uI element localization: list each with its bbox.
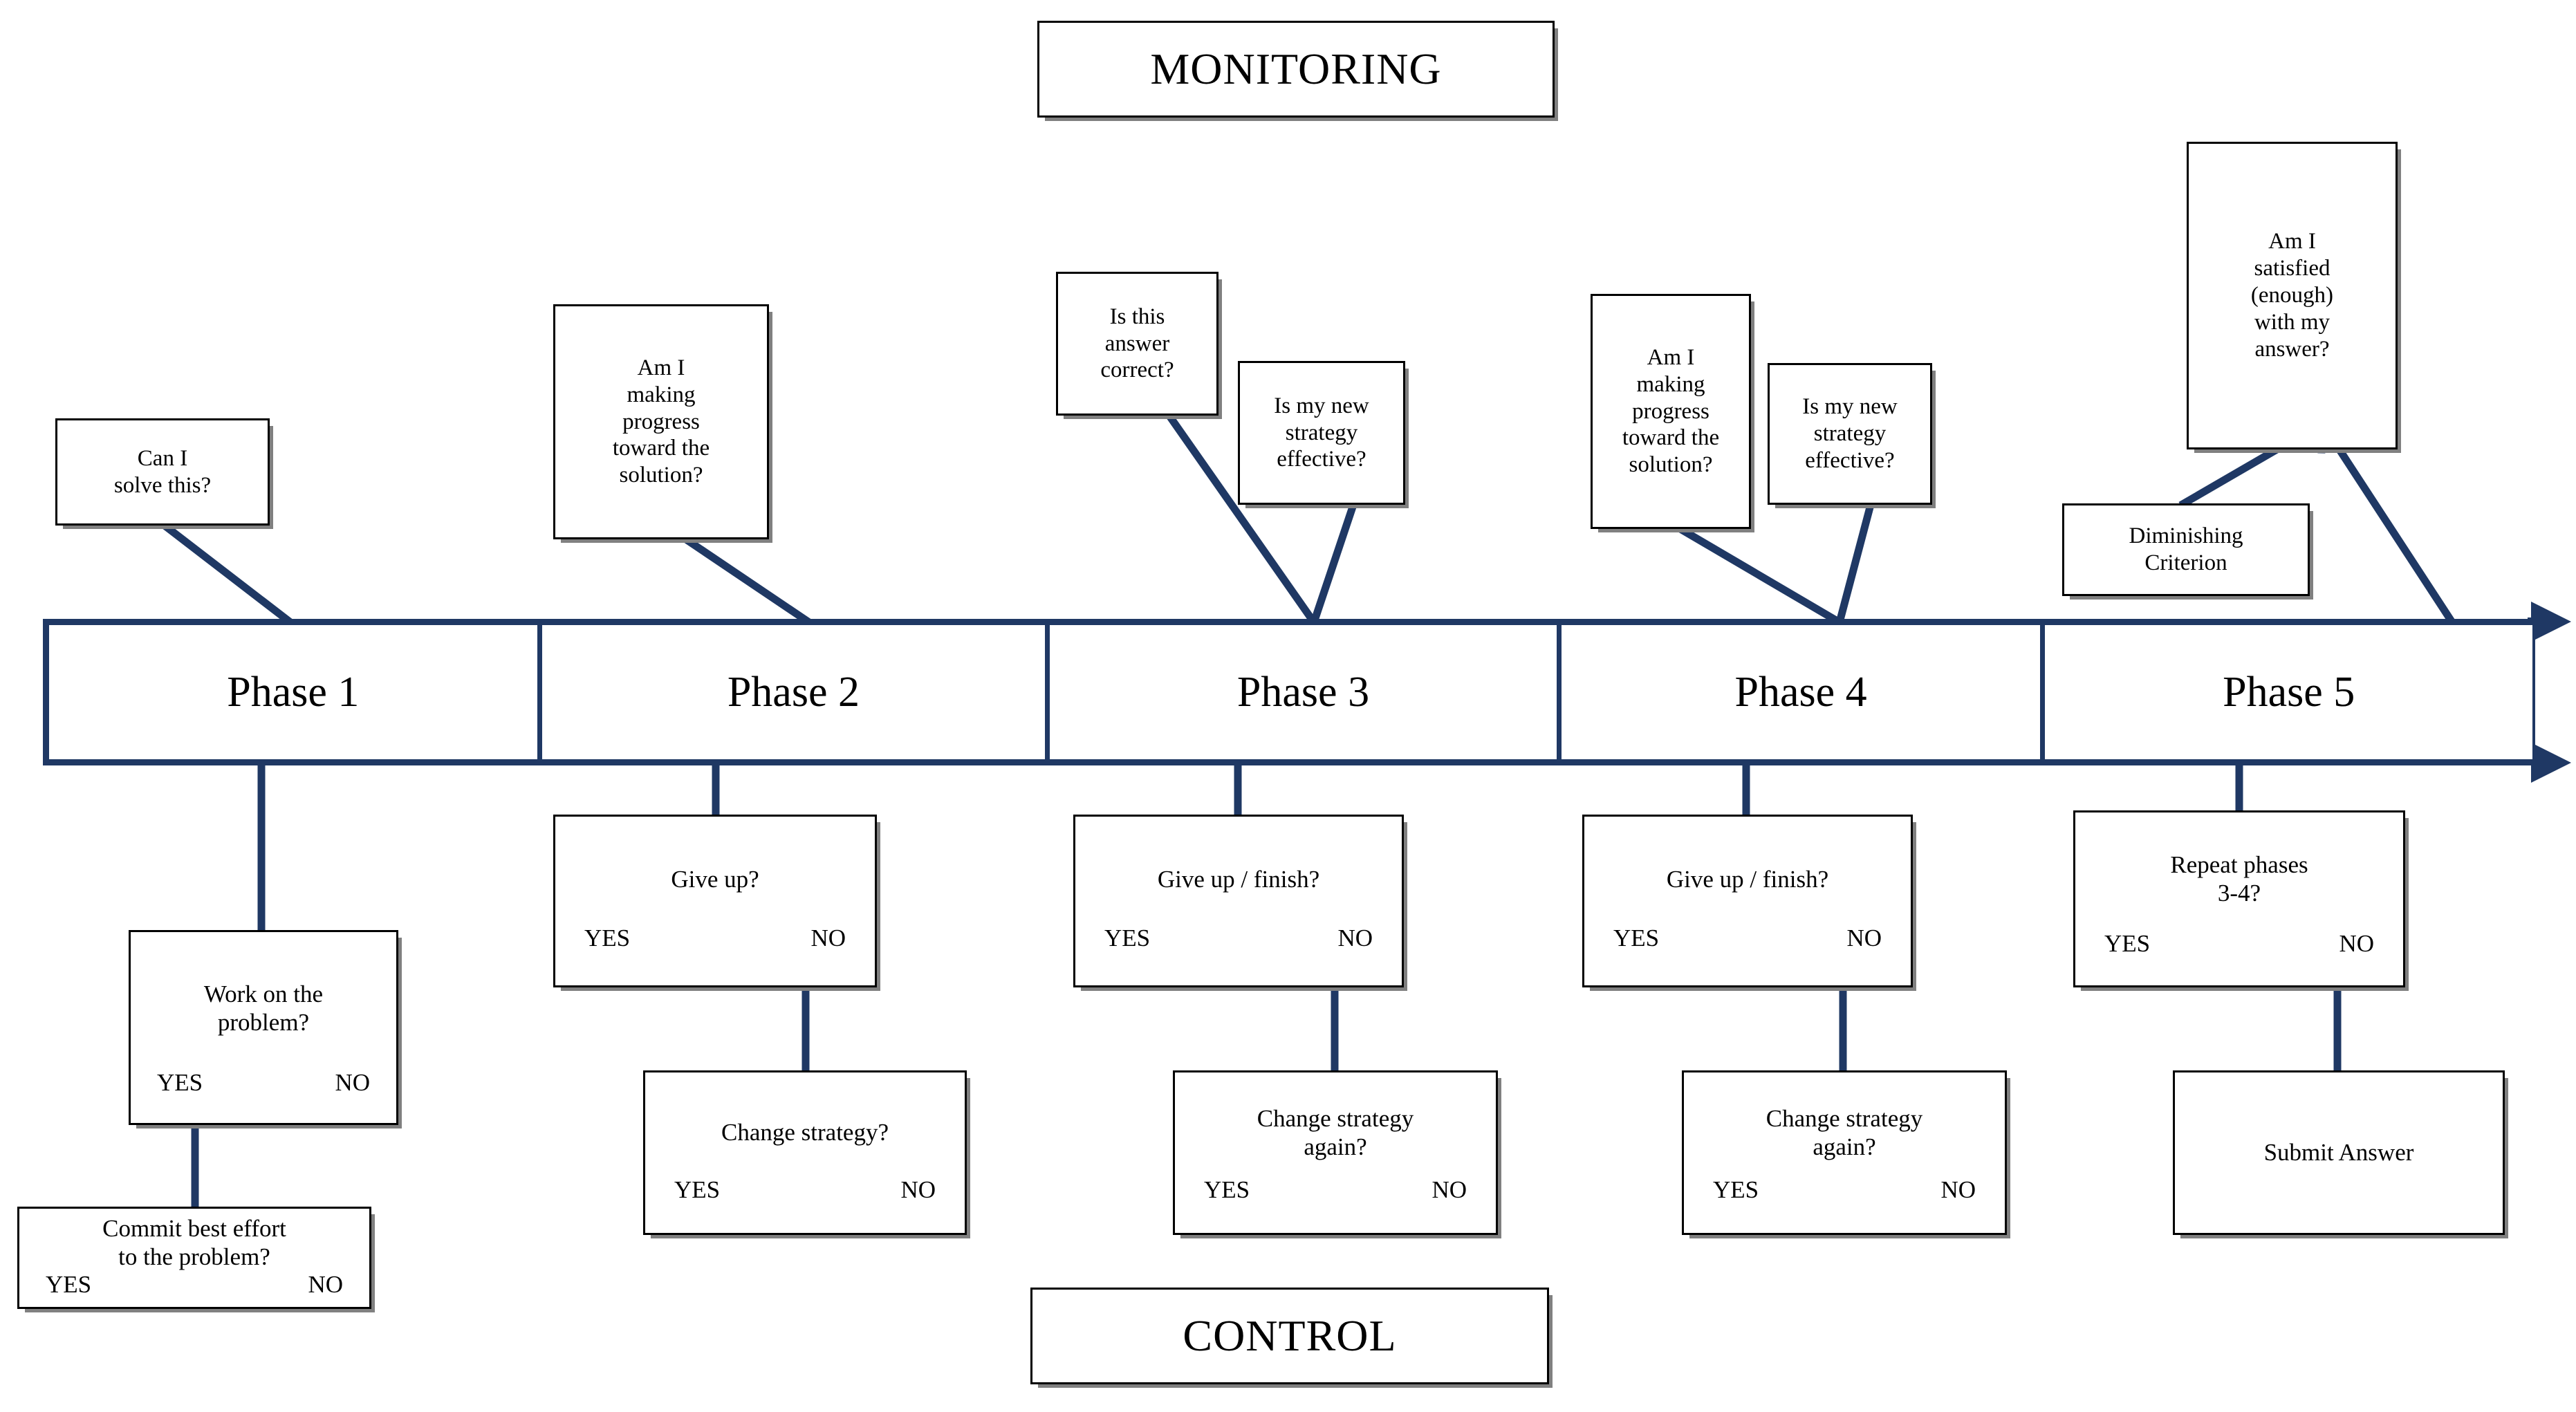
phase-label-1: Phase 1 [227, 668, 360, 716]
node-can-i-solve-this-text: Can I solve this? [113, 445, 212, 498]
node-change-strategy-again-3-no[interactable]: NO [1431, 1176, 1467, 1203]
phase-timeline: Phase 1 Phase 2 Phase 3 Phase 4 Phase 5 [43, 619, 2532, 765]
node-commit-best-effort-text: Commit best effort to the problem? [102, 1214, 286, 1270]
node-new-strategy-effective-3-text: Is my new strategy effective? [1274, 393, 1369, 472]
node-change-strategy-again-3[interactable]: Change strategy again? YES NO [1173, 1070, 1498, 1235]
node-work-on-the-problem-yes[interactable]: YES [157, 1069, 203, 1096]
node-commit-best-effort-no[interactable]: NO [308, 1271, 343, 1299]
node-change-strategy-again-4-no[interactable]: NO [1940, 1176, 1976, 1203]
node-give-up-finish-3-text: Give up / finish? [1157, 866, 1320, 893]
node-submit-answer-text: Submit Answer [2263, 1139, 2414, 1167]
phase-label-3: Phase 3 [1236, 668, 1370, 716]
node-give-up-finish-4[interactable]: Give up / finish? YES NO [1582, 815, 1913, 987]
wire-progress-phase-2 [680, 534, 815, 628]
timeline-arrowheads [2528, 602, 2571, 783]
phase-cell-4[interactable]: Phase 4 [1562, 625, 2046, 759]
node-change-strategy-2[interactable]: Change strategy? YES NO [643, 1070, 967, 1235]
node-give-up-finish-3-no[interactable]: NO [1337, 925, 1373, 951]
wire-new-strategy-effective-3 [1309, 500, 1358, 627]
banner-control-label: CONTROL [1183, 1311, 1397, 1360]
node-give-up-finish-4-text: Give up / finish? [1666, 866, 1829, 893]
node-diminishing-criterion-text: Diminishing Criterion [2129, 523, 2243, 575]
banner-control: CONTROL [1030, 1288, 1549, 1384]
node-give-up-2-text: Give up? [671, 866, 759, 893]
node-change-strategy-2-yes[interactable]: YES [674, 1176, 721, 1203]
wire-can-i-solve-this [159, 520, 296, 628]
phase-label-5: Phase 5 [2223, 668, 2355, 716]
node-progress-phase-2[interactable]: Am I making progress toward the solution… [553, 304, 769, 539]
node-repeat-phases[interactable]: Repeat phases 3-4? YES NO [2073, 810, 2405, 987]
node-change-strategy-2-text: Change strategy? [721, 1119, 889, 1146]
node-work-on-the-problem-text: Work on the problem? [203, 980, 324, 1036]
node-diminishing-criterion[interactable]: Diminishing Criterion [2062, 503, 2310, 596]
banner-monitoring: MONITORING [1037, 21, 1555, 118]
wire-progress-phase-4 [1675, 523, 1845, 628]
node-change-strategy-again-4[interactable]: Change strategy again? YES NO [1682, 1070, 2007, 1235]
node-give-up-finish-3[interactable]: Give up / finish? YES NO [1073, 815, 1404, 987]
node-give-up-finish-4-no[interactable]: NO [1846, 925, 1882, 951]
node-is-answer-correct[interactable]: Is this answer correct? [1056, 272, 1218, 416]
phase-cell-1[interactable]: Phase 1 [49, 625, 542, 759]
node-change-strategy-again-4-yes[interactable]: YES [1713, 1176, 1759, 1203]
arrowhead-top [2531, 602, 2571, 642]
banner-monitoring-label: MONITORING [1150, 44, 1442, 93]
node-change-strategy-again-4-text: Change strategy again? [1766, 1104, 1923, 1160]
node-change-strategy-again-3-text: Change strategy again? [1257, 1104, 1414, 1160]
node-give-up-2[interactable]: Give up? YES NO [553, 815, 877, 987]
node-repeat-phases-no[interactable]: NO [2339, 930, 2374, 957]
node-progress-phase-4[interactable]: Am I making progress toward the solution… [1591, 294, 1751, 529]
arrowhead-bottom [2531, 743, 2571, 783]
node-commit-best-effort[interactable]: Commit best effort to the problem? YES N… [17, 1207, 371, 1309]
node-work-on-the-problem-no[interactable]: NO [335, 1069, 370, 1096]
node-change-strategy-again-3-yes[interactable]: YES [1204, 1176, 1250, 1203]
node-progress-phase-4-text: Am I making progress toward the solution… [1622, 344, 1720, 478]
phase-cell-3[interactable]: Phase 3 [1050, 625, 1562, 759]
node-give-up-finish-4-yes[interactable]: YES [1613, 925, 1660, 951]
node-repeat-phases-text: Repeat phases 3-4? [2170, 851, 2308, 907]
node-is-answer-correct-text: Is this answer correct? [1100, 304, 1174, 383]
node-new-strategy-effective-4-text: Is my new strategy effective? [1802, 394, 1898, 473]
phase-label-2: Phase 2 [727, 668, 860, 716]
phase-cell-2[interactable]: Phase 2 [542, 625, 1050, 759]
node-new-strategy-effective-3[interactable]: Is my new strategy effective? [1238, 361, 1405, 505]
phase-label-4: Phase 4 [1734, 668, 1867, 716]
node-commit-best-effort-yes[interactable]: YES [46, 1271, 92, 1299]
node-give-up-2-yes[interactable]: YES [584, 925, 631, 951]
phase-cell-5[interactable]: Phase 5 [2045, 625, 2532, 759]
node-new-strategy-effective-4[interactable]: Is my new strategy effective? [1768, 363, 1932, 505]
node-give-up-finish-3-yes[interactable]: YES [1104, 925, 1151, 951]
node-can-i-solve-this[interactable]: Can I solve this? [55, 418, 270, 526]
wire-satisfied-to-timeline [2317, 418, 2458, 628]
node-submit-answer[interactable]: Submit Answer [2173, 1070, 2505, 1235]
node-repeat-phases-yes[interactable]: YES [2104, 930, 2151, 957]
node-work-on-the-problem[interactable]: Work on the problem? YES NO [129, 930, 398, 1125]
node-give-up-2-no[interactable]: NO [810, 925, 846, 951]
node-am-i-satisfied[interactable]: Am I satisfied (enough) with my answer? [2187, 142, 2398, 449]
wire-new-strategy-effective-4 [1835, 500, 1875, 627]
node-progress-phase-2-text: Am I making progress toward the solution… [612, 355, 710, 488]
node-am-i-satisfied-text: Am I satisfied (enough) with my answer? [2250, 229, 2334, 362]
node-change-strategy-2-no[interactable]: NO [900, 1176, 936, 1203]
